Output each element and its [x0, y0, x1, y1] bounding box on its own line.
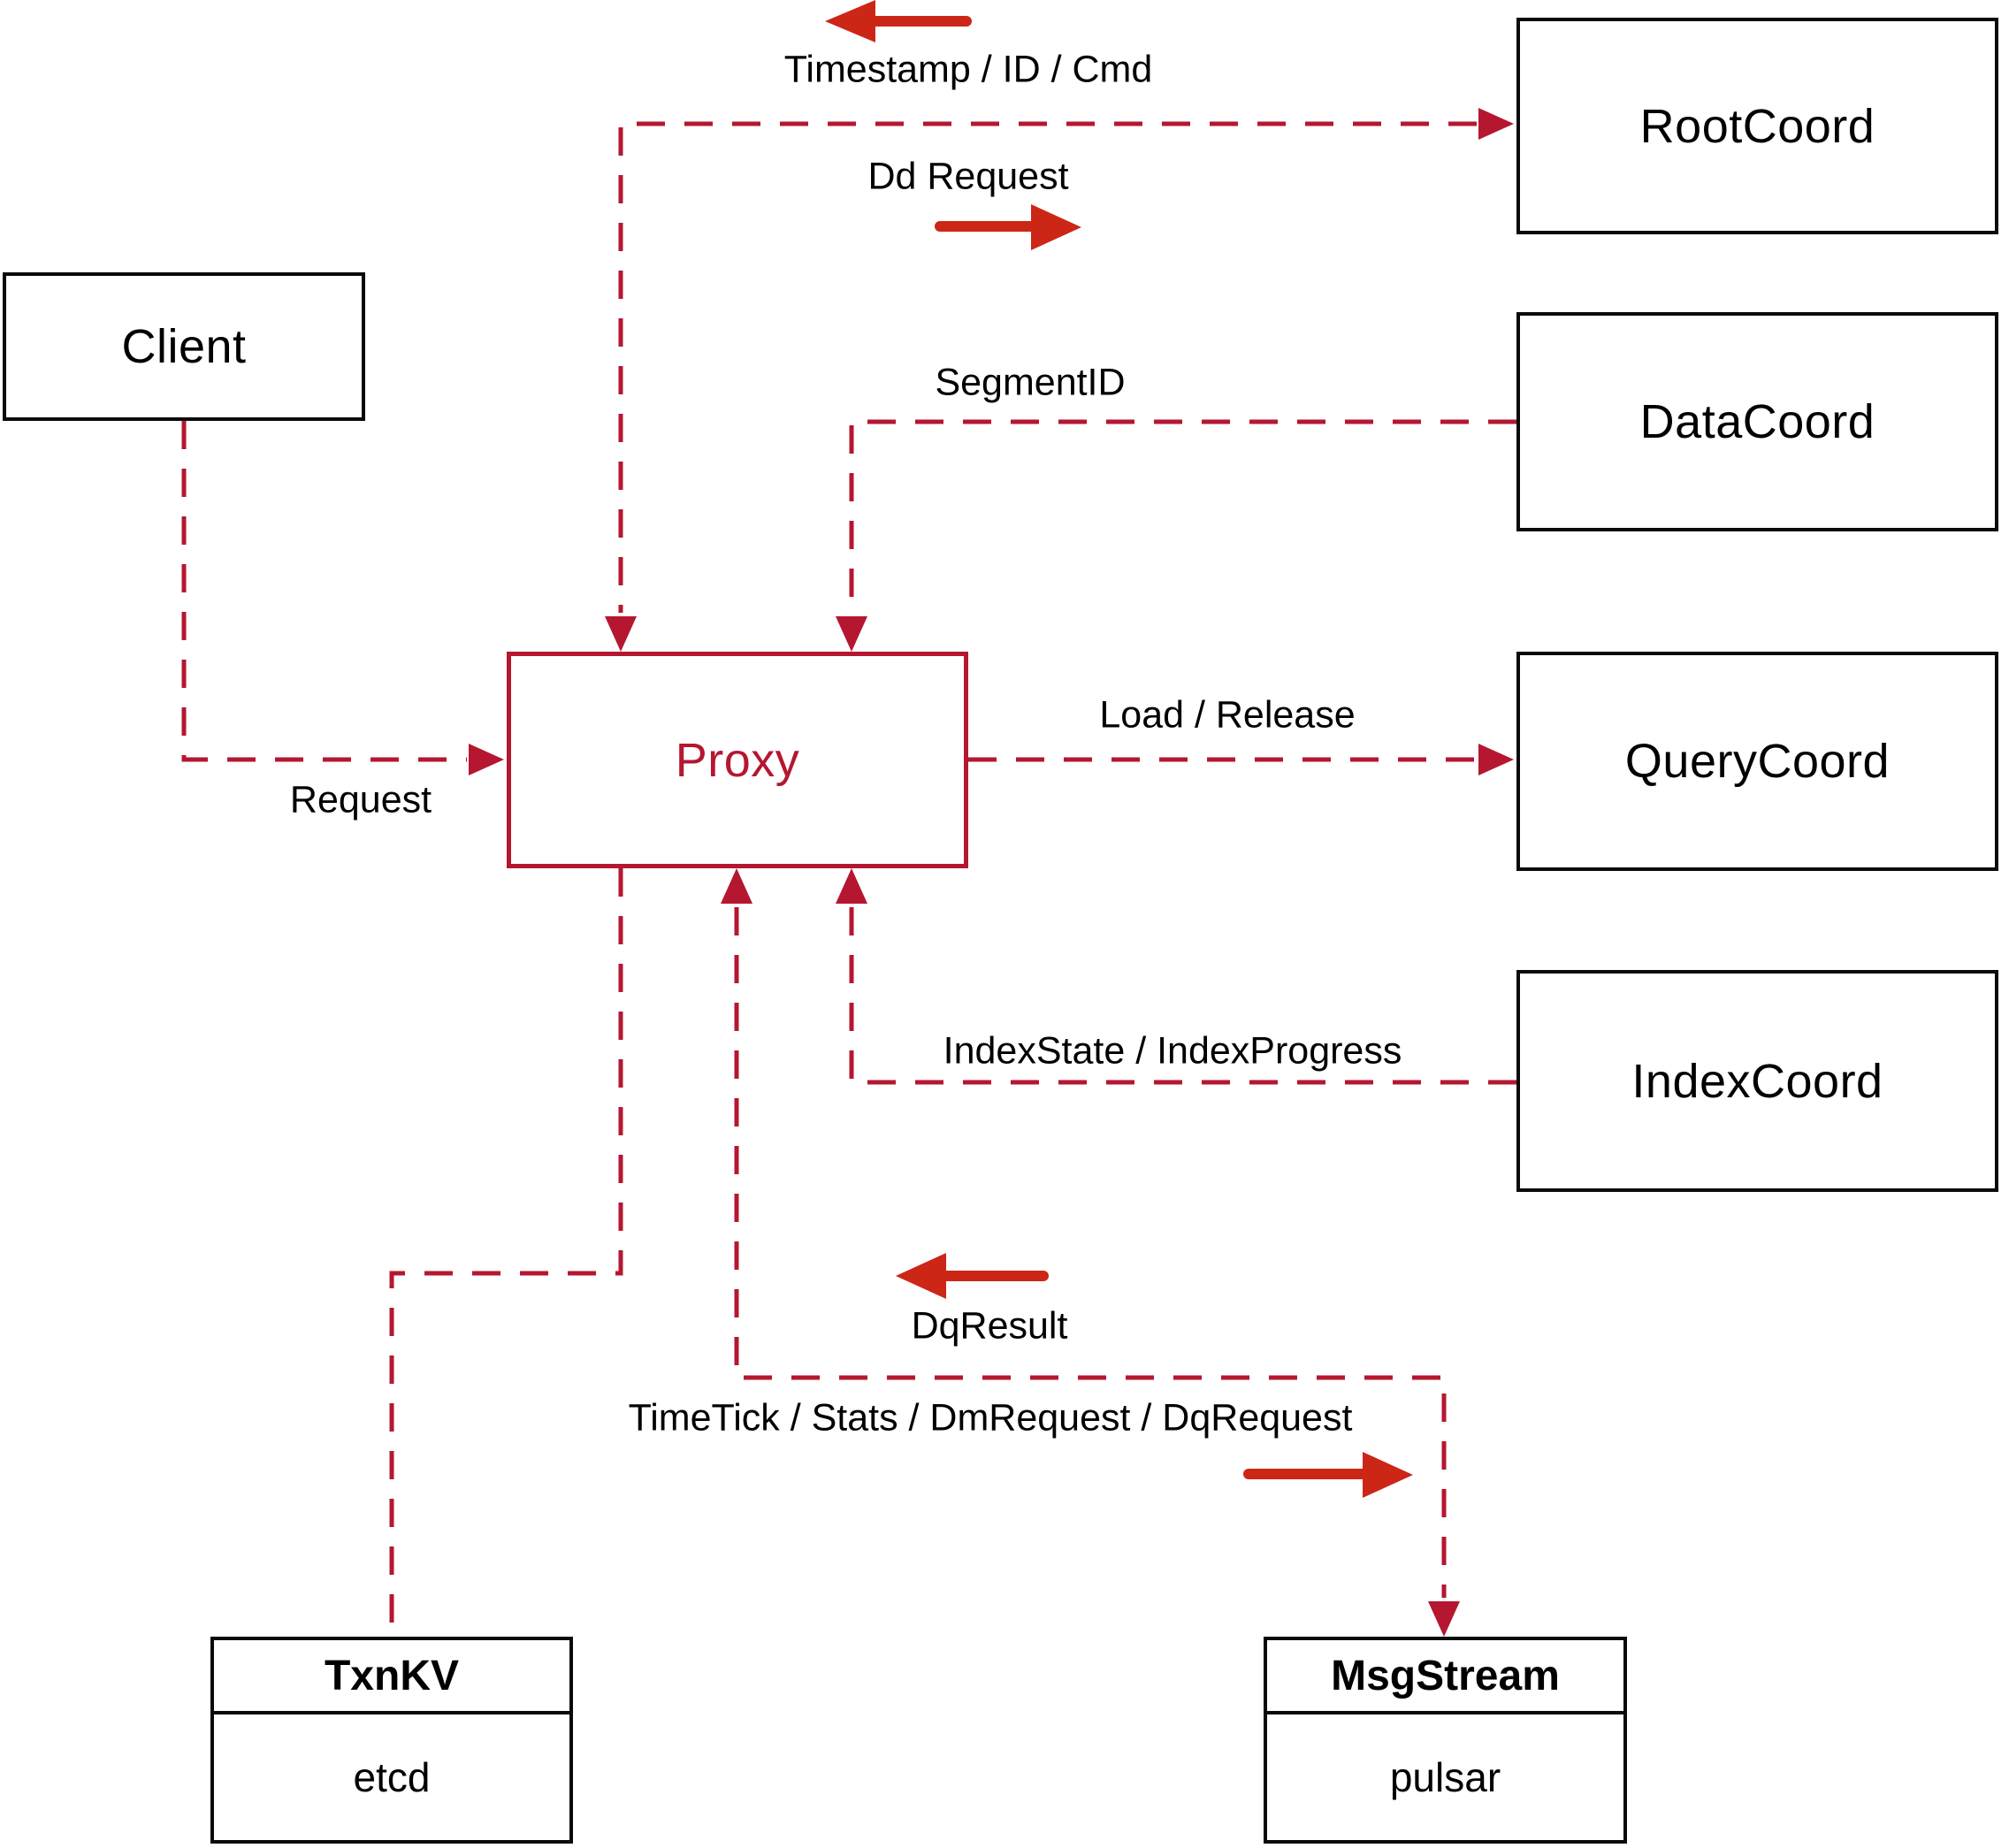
arrowhead-into-proxy-bottom-left-icon — [721, 868, 752, 904]
direction-arrow-left-dqresult-icon — [896, 1253, 1049, 1299]
edge-label-segmentid: SegmentID — [935, 361, 1126, 404]
edge-datacoord-proxy — [836, 419, 1516, 652]
direction-arrow-right-timetick-icon — [1243, 1452, 1413, 1498]
node-client-label: Client — [121, 320, 247, 373]
edge-label-dqresult: DqResult — [911, 1304, 1068, 1348]
node-indexcoord: IndexCoord — [1516, 970, 1998, 1192]
node-querycoord: QueryCoord — [1516, 652, 1998, 871]
arrowhead-into-msgstream-icon — [1428, 1601, 1460, 1637]
arrowhead-into-proxy-bottom-right-icon — [836, 868, 867, 904]
node-msgstream-title: MsgStream — [1267, 1640, 1623, 1714]
edge-line-msgstream — [734, 907, 1447, 1598]
edge-proxy-msgstream — [721, 868, 1460, 1637]
edge-label-indexstate-indexprogress: IndexState / IndexProgress — [943, 1029, 1402, 1073]
arrowhead-into-proxy-left-icon — [469, 744, 504, 775]
node-datacoord: DataCoord — [1516, 312, 1998, 531]
arrowhead-into-querycoord-icon — [1478, 744, 1514, 775]
edge-label-load-release: Load / Release — [1099, 693, 1356, 737]
arrowhead-into-proxy-top-right-icon — [836, 616, 867, 652]
edge-line-segmentid — [849, 419, 1516, 613]
node-proxy: Proxy — [507, 652, 968, 868]
edge-indexcoord-proxy — [836, 868, 1516, 1085]
node-rootcoord: RootCoord — [1516, 18, 1998, 234]
edge-label-timetick-stats-dmrequest-dqrequest: TimeTick / Stats / DmRequest / DqRequest — [628, 1396, 1353, 1439]
edge-proxy-rootcoord — [605, 108, 1514, 652]
edge-line-txnkv — [389, 868, 623, 1635]
node-msgstream-subtitle: pulsar — [1389, 1754, 1501, 1800]
edge-line-request — [181, 421, 467, 762]
arrowhead-into-rootcoord-icon — [1478, 108, 1514, 140]
node-rootcoord-label: RootCoord — [1639, 99, 1875, 153]
edge-label-request: Request — [289, 778, 432, 821]
edge-proxy-querycoord — [968, 744, 1514, 775]
node-msgstream: MsgStream pulsar — [1264, 1637, 1627, 1844]
node-datacoord-label: DataCoord — [1639, 395, 1875, 448]
edge-proxy-txnkv — [389, 868, 623, 1635]
edge-line-indexstate — [849, 907, 1516, 1085]
node-txnkv: TxnKV etcd — [210, 1637, 573, 1844]
node-txnkv-title: TxnKV — [214, 1640, 569, 1714]
node-proxy-label: Proxy — [675, 733, 800, 787]
direction-arrow-left-timestamp-icon — [825, 0, 972, 42]
node-indexcoord-label: IndexCoord — [1631, 1054, 1883, 1108]
edge-label-timestamp-id-cmd: Timestamp / ID / Cmd — [783, 48, 1153, 91]
node-querycoord-label: QueryCoord — [1624, 735, 1891, 788]
edge-client-proxy — [181, 421, 504, 775]
direction-arrow-right-dd-request-icon — [935, 204, 1081, 250]
node-client: Client — [3, 272, 365, 421]
node-txnkv-subtitle: etcd — [353, 1754, 431, 1800]
arrowhead-into-proxy-top-left-icon — [605, 616, 637, 652]
edge-label-dd-request: Dd Request — [867, 155, 1069, 198]
